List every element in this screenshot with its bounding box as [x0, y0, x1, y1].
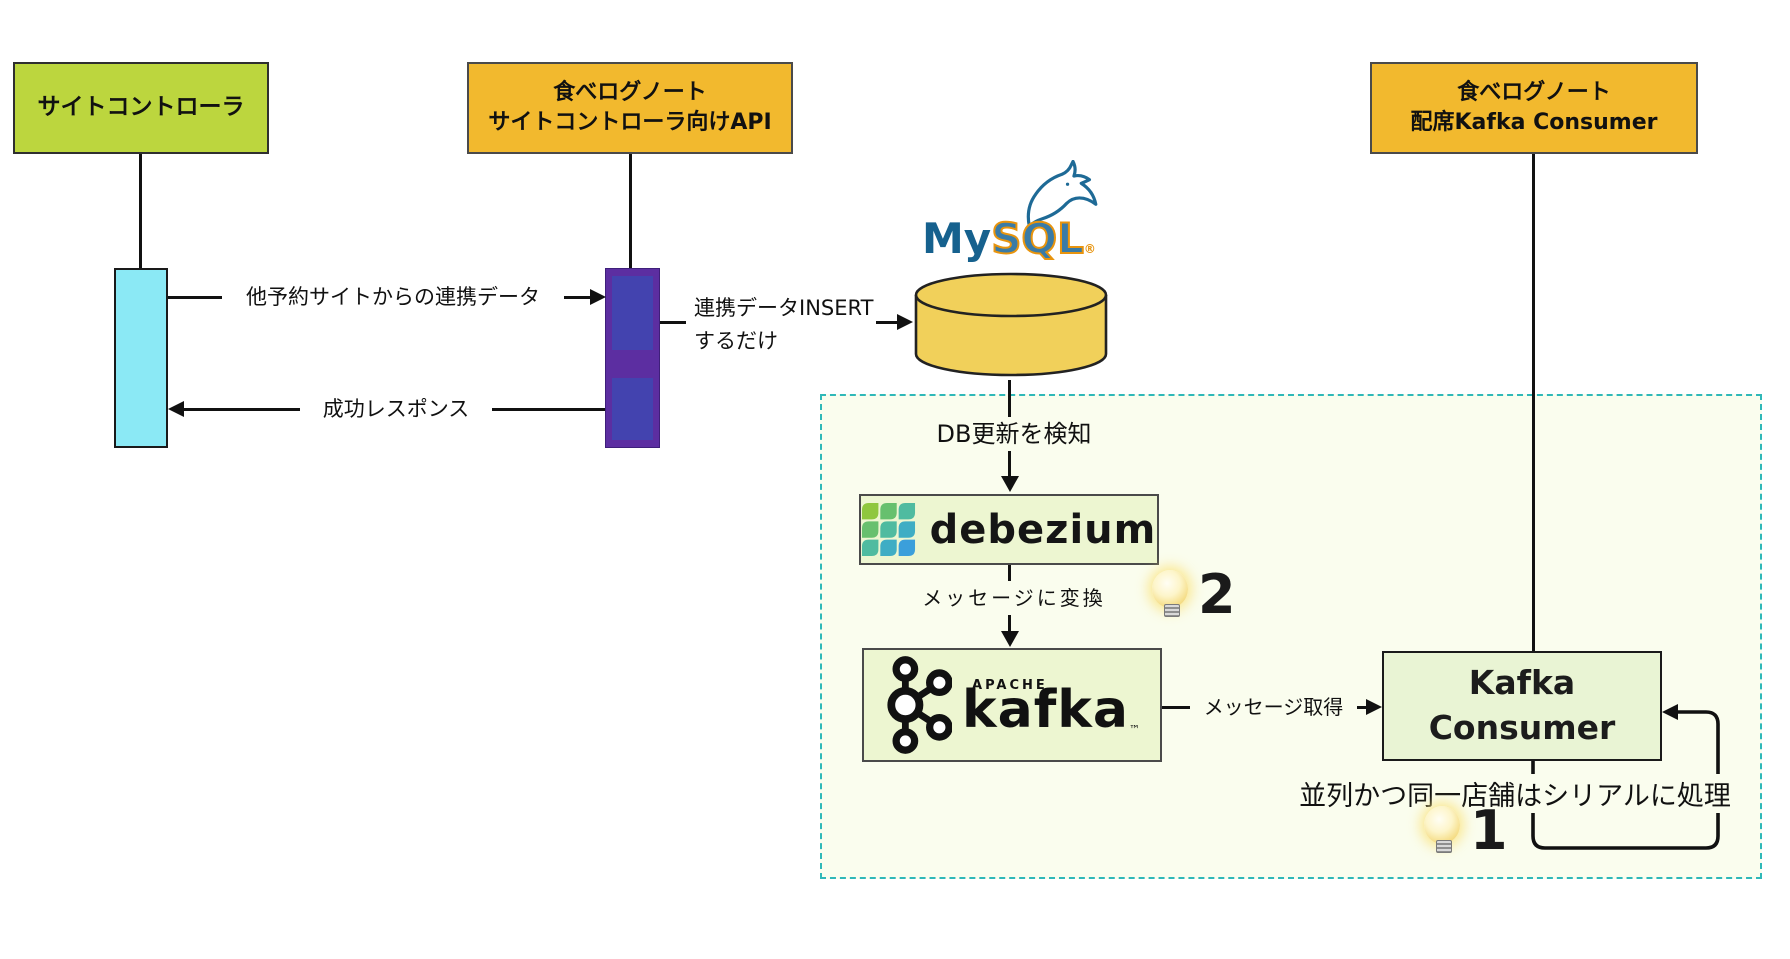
activation-api-inner-top [612, 276, 653, 350]
actor-tabelog-api-line2: サイトコントローラ向けAPI [488, 110, 772, 135]
parallel-note-label: 並列かつ同一店舗はシリアルに処理 [1272, 774, 1758, 813]
mysql-registered-mark: ® [1083, 242, 1096, 256]
activation-site-controller [114, 268, 168, 448]
arrowhead-get-message [1366, 699, 1382, 715]
idea-number-1: 1 [1470, 799, 1508, 862]
mysql-dolphin-icon [1026, 160, 1098, 228]
message-get-message-label: メッセージ取得 [1190, 690, 1357, 724]
actor-tabelog-api-line1: 食べログノート [553, 80, 707, 106]
lightbulb-2-glass [1152, 570, 1188, 608]
kafka-wordmark: APACHE kafka™ [962, 674, 1140, 736]
kafka-consumer-box: Kafka Consumer [1382, 651, 1662, 761]
mysql-wordmark: MySQL® [922, 213, 1096, 264]
lightbulb-2-socket [1164, 604, 1180, 617]
kafka-consumer-line2: Consumer [1428, 708, 1616, 747]
arrowhead-to-message [1001, 631, 1019, 647]
idea-number-2: 2 [1198, 563, 1236, 626]
actor-site-controller: サイトコントローラ [13, 62, 269, 154]
actor-site-controller-label: サイトコントローラ [37, 94, 245, 121]
kafka-label: kafka [962, 680, 1129, 740]
apache-kafka-box: APACHE kafka™ [862, 648, 1162, 762]
kafka-consumer-line1: Kafka [1468, 663, 1576, 703]
message-insert-label: 連携データINSERT するだけ [694, 292, 873, 357]
message-db-detect-label: DB更新を検知 [872, 417, 1156, 451]
mysql-wordmark-my: My [922, 214, 992, 263]
kafka-apache-label: APACHE [972, 678, 1048, 693]
lifeline-api [629, 154, 632, 268]
arrowhead-response [168, 401, 184, 417]
kafka-logo-icon [887, 656, 953, 754]
debezium-logo-icon [861, 502, 915, 556]
message-insert-line2: するだけ [694, 328, 778, 353]
actor-seating-consumer-line2: 配席Kafka Consumer [1410, 110, 1658, 135]
lightbulb-icon-1 [1424, 806, 1464, 853]
self-loop-arrow [1531, 704, 1720, 850]
message-response-label: 成功レスポンス [300, 392, 492, 426]
mysql-wordmark-sql: SQL [990, 213, 1085, 264]
activation-api-inner-bottom [612, 378, 653, 440]
kafka-tm-mark: ™ [1128, 723, 1140, 736]
insert-stub-line [660, 321, 686, 324]
message-insert-line1: 連携データINSERT [694, 296, 874, 320]
insert-arrow-line [876, 321, 898, 324]
lifeline-seating-consumer [1532, 154, 1535, 651]
mysql-database-cylinder [914, 272, 1108, 377]
lightbulb-1-glass [1424, 806, 1460, 844]
lifeline-site-controller [139, 154, 142, 268]
actor-seating-kafka-consumer: 食べログノート 配席Kafka Consumer [1370, 62, 1698, 154]
debezium-label: debezium [929, 506, 1157, 553]
actor-tabelog-api: 食べログノート サイトコントローラ向けAPI [467, 62, 793, 154]
lightbulb-1-socket [1436, 840, 1452, 853]
actor-seating-consumer-line1: 食べログノート [1457, 80, 1611, 106]
message-linked-data-label: 他予約サイトからの連携データ [222, 280, 564, 314]
debezium-box: debezium [859, 494, 1159, 565]
arrowhead-db-detect [1001, 476, 1019, 492]
lightbulb-icon-2 [1152, 570, 1192, 617]
arrowhead-linked-data [590, 289, 606, 305]
activation-api [605, 268, 660, 448]
message-to-message-label: メッセージに変換 [888, 581, 1140, 615]
arrowhead-insert [897, 314, 913, 330]
